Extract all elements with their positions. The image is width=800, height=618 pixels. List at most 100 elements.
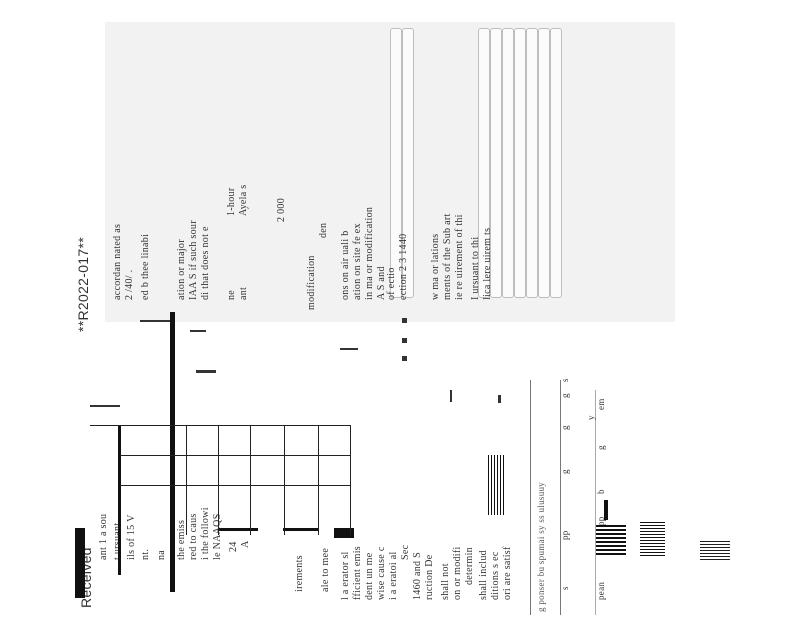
text-line: in ma or modification [364, 206, 375, 300]
ink-cluster [700, 540, 730, 560]
ink-mark [196, 370, 216, 373]
ink-mark [340, 348, 358, 350]
ink-cluster [640, 520, 665, 556]
ruler-mark: g [560, 469, 570, 474]
text-line: na [156, 549, 167, 560]
text-line: i a eratoi al [388, 551, 399, 600]
ink-cluster [604, 500, 608, 520]
text-line: 2 000 [276, 198, 287, 222]
document-id: **R2022-017** [75, 237, 91, 332]
column-box [526, 28, 538, 298]
column-box [538, 28, 550, 298]
column-box [478, 28, 490, 298]
table-rule [90, 425, 350, 426]
column-box [390, 28, 402, 298]
text-line: shall not [440, 563, 451, 600]
table-rule [186, 425, 187, 535]
text-line: lica lere uirem ts [482, 227, 493, 300]
text-line: i the followi [200, 507, 211, 560]
table-rule [250, 425, 251, 535]
ruler-mark: g [596, 445, 606, 450]
table-bar [118, 425, 121, 575]
text-line: ale to mee [320, 547, 331, 592]
table-rule [350, 425, 351, 535]
ruler-label: g ponser bu spumai sy ss ulusuuy [536, 481, 546, 612]
text-line: modification [306, 255, 317, 310]
text-line: ant 1 a sou [98, 513, 109, 560]
text-line: nt. [140, 548, 151, 560]
table-rule [120, 485, 350, 486]
table-bar [334, 528, 354, 538]
text-line: A [240, 540, 251, 548]
text-line: 2 /40/ . [124, 269, 135, 300]
ink-mark [140, 320, 170, 322]
column-box [550, 28, 562, 298]
ruler-mark: g [560, 393, 570, 398]
text-line: fficient emis [352, 546, 363, 600]
ink-mark [90, 405, 120, 407]
text-line: Sec [400, 544, 411, 560]
text-line: ne [226, 289, 237, 300]
text-line: ation or major [176, 239, 187, 300]
text-line: IAA S if such sour [188, 220, 199, 300]
ruler-line [560, 380, 561, 615]
text-line: on or modifi [452, 546, 463, 600]
text-line: determin [464, 547, 475, 585]
text-line: ed b thee linabi [140, 233, 151, 300]
text-line: irements [294, 555, 305, 592]
ink-cluster [596, 525, 626, 555]
ruler-line [530, 380, 531, 615]
ink-mark [402, 318, 407, 323]
text-line: ons on air uali b [340, 230, 351, 300]
text-line: 24 [228, 541, 239, 552]
text-line: ant [238, 286, 249, 300]
column-box [490, 28, 502, 298]
text-line: Ayela s [238, 184, 249, 216]
text-line: of ectio [386, 267, 397, 300]
column-box [502, 28, 514, 298]
ruler-mark: s [560, 586, 570, 590]
text-line: di that does not e [200, 226, 211, 300]
text-line: dent un me [364, 552, 375, 600]
ruler-mark: em [596, 398, 606, 410]
text-line: ie re uirement of thi [454, 214, 465, 300]
text-line: I ursuant to thi [470, 236, 481, 300]
ink-mark [450, 390, 452, 402]
text-line: l a erator sl [340, 551, 351, 600]
text-line: ection 2 3 1440 [398, 233, 409, 300]
text-line: shall includ [478, 550, 489, 600]
ink-mark [402, 338, 407, 343]
text-line: 1460 and S [412, 552, 423, 600]
ink-mark [402, 356, 407, 361]
table-rule [284, 425, 285, 535]
text-line: ils of 15 V [126, 514, 137, 560]
ruler-mark: b [596, 489, 606, 494]
text-line: accordan nated as [112, 223, 123, 300]
column-box [514, 28, 526, 298]
ink-mark [190, 330, 206, 332]
table-rule [218, 425, 219, 535]
column-box [402, 28, 414, 298]
text-line: red to caus [188, 513, 199, 560]
scale-strip [500, 370, 596, 615]
text-line: ments of the Sub art [442, 213, 453, 300]
text-line: wise cause c [376, 546, 387, 600]
table-rule [318, 425, 319, 535]
ink-cluster [488, 455, 506, 515]
table-bar [283, 528, 319, 531]
text-line: den [318, 222, 329, 238]
ink-mark [498, 395, 501, 403]
text-line: w ma or lations [430, 233, 441, 300]
ruler-mark: pean [596, 581, 606, 600]
table-bar [218, 528, 258, 531]
table-rule [120, 455, 350, 456]
table-bar [170, 312, 175, 592]
ruler-line [595, 390, 596, 615]
text-line: 1-hour [226, 187, 237, 216]
ruler-mark: s [560, 378, 570, 382]
table-bar [75, 528, 85, 598]
text-line: ruction De [424, 554, 435, 601]
ruler-mark: pp [560, 530, 570, 540]
ruler-mark: y [586, 415, 596, 420]
ruler-mark: g [560, 425, 570, 430]
